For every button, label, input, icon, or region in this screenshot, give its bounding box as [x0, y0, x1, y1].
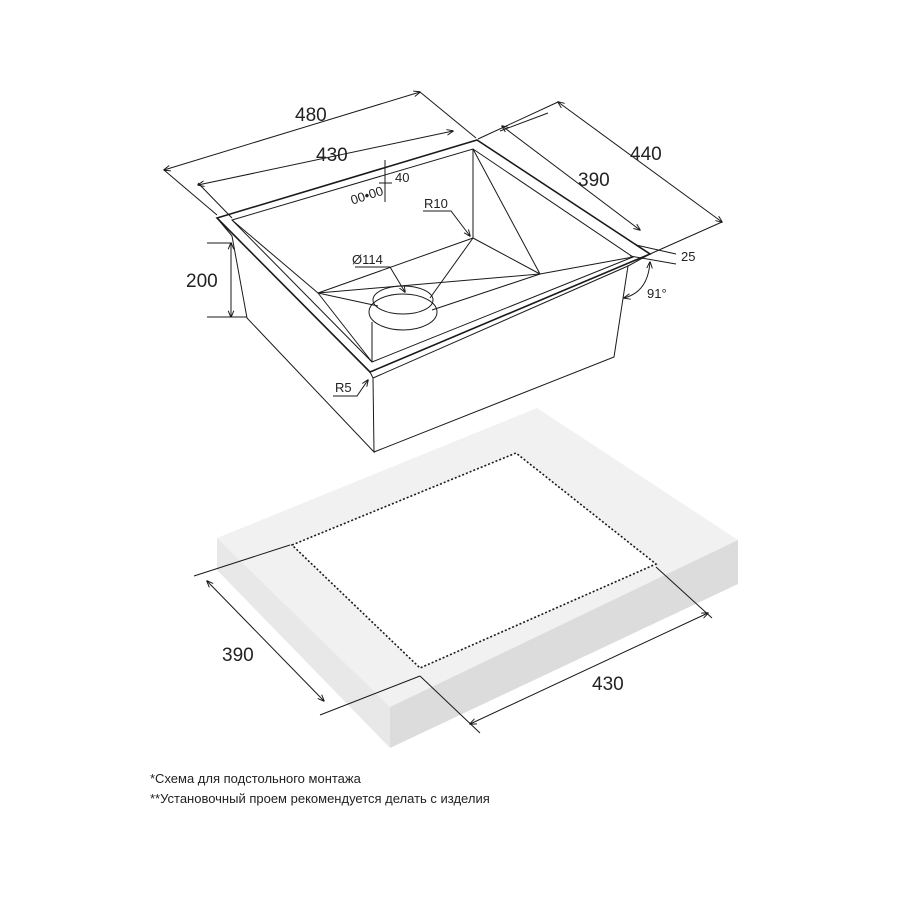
dim-480: 480	[295, 105, 327, 126]
note-1: *Схема для подстольного монтажа	[150, 771, 362, 786]
sink-dimension-labels: 480 430 440 390 200 40 R10 Ø114 R5 25 91…	[186, 105, 695, 395]
dim-40: 40	[395, 170, 409, 185]
countertop	[217, 408, 738, 748]
dim-390-top: 390	[578, 170, 610, 191]
dim-440: 440	[630, 144, 662, 165]
dim-r5: R5	[335, 380, 352, 395]
sink-dimensions	[164, 92, 722, 397]
dim-430-top: 430	[316, 145, 348, 166]
note-2: **Установочный проем рекомендуется делат…	[150, 791, 490, 806]
dim-cutout-430: 430	[592, 674, 624, 695]
dim-r10: R10	[424, 196, 448, 211]
countertop-dimensions: 390 430	[193, 544, 713, 734]
dim-200: 200	[186, 271, 218, 292]
overflow-icon: 00•00	[349, 183, 385, 208]
dim-drain: Ø114	[352, 252, 383, 267]
dim-cutout-390: 390	[222, 645, 254, 666]
notes: *Схема для подстольного монтажа **Устано…	[150, 771, 490, 806]
drain-hole	[368, 293, 438, 331]
dim-25: 25	[681, 249, 695, 264]
svg-text:00•00: 00•00	[349, 183, 385, 208]
cutout-outline	[290, 452, 658, 669]
dim-angle: 91°	[647, 286, 667, 301]
